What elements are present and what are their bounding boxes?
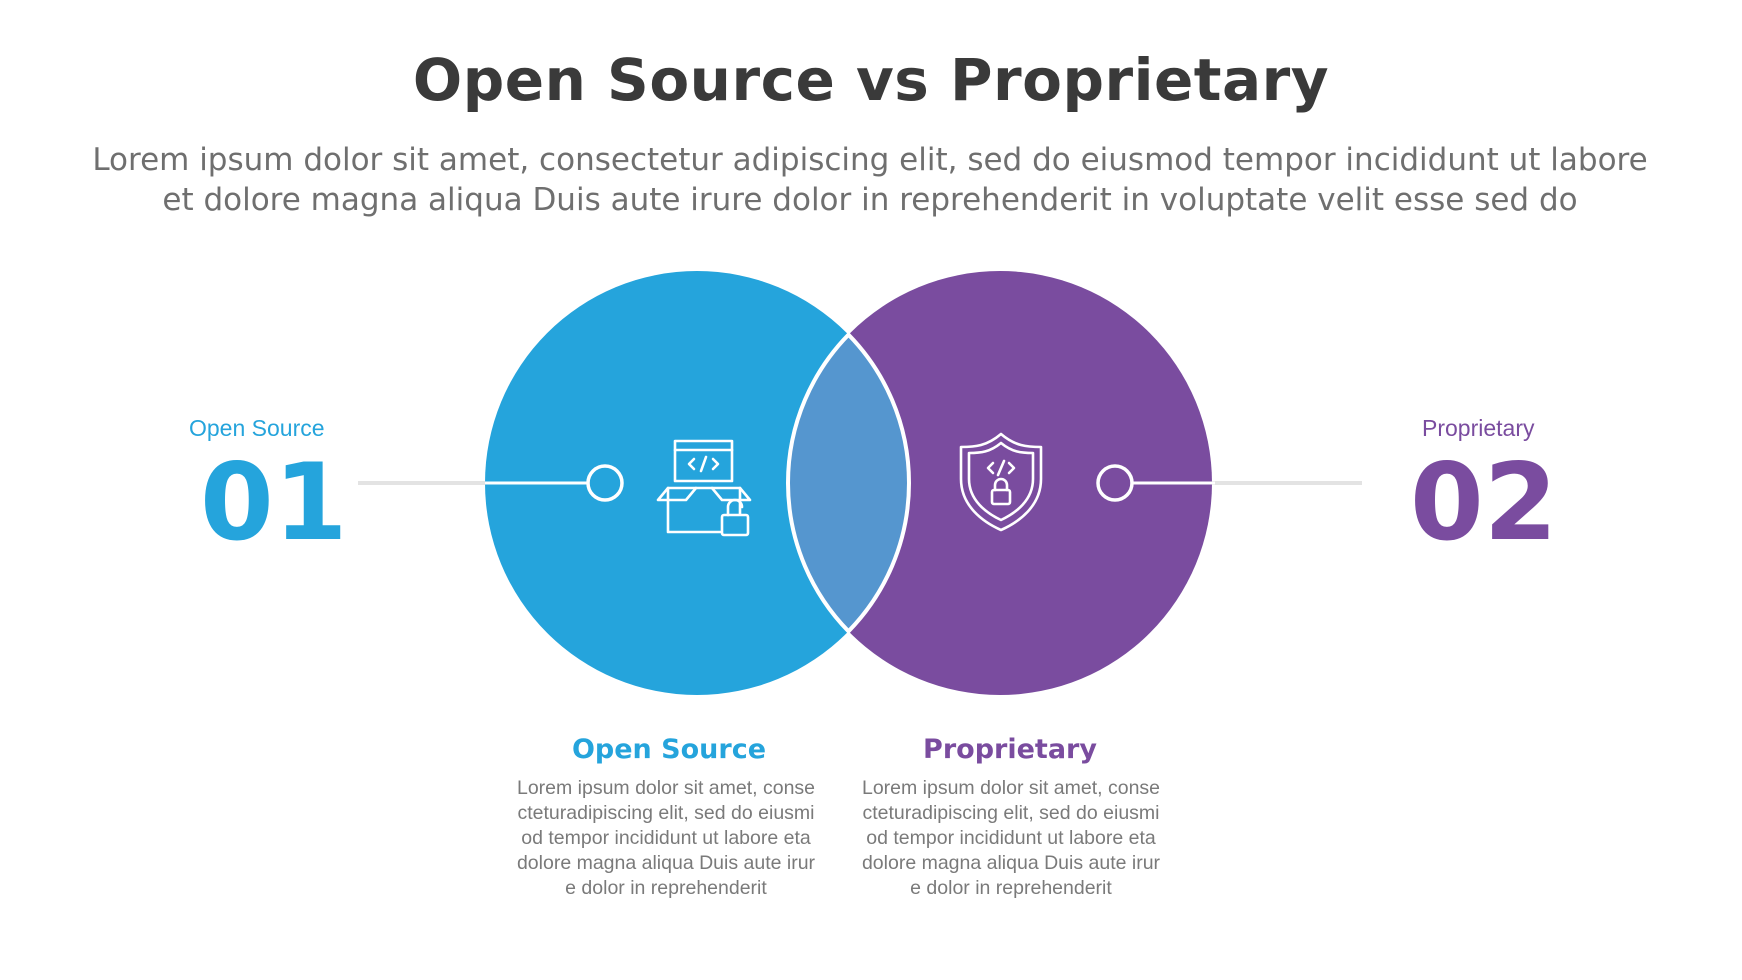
proprietary-description-line: dolore magna aliqua Duis aute irur — [861, 852, 1161, 874]
subtitle: Lorem ipsum dolor sit amet, consectetur … — [70, 140, 1670, 220]
proprietary-circle — [788, 271, 1212, 695]
proprietary-description: Lorem ipsum dolor sit amet, conse ctetur… — [851, 776, 1171, 901]
open-source-description-line: e dolor in reprehenderit — [565, 877, 767, 899]
open-source-description-line: Lorem ipsum dolor sit amet, conse — [516, 777, 816, 799]
open-source-description-line: cteturadipiscing elit, sed do eiusmi — [517, 802, 815, 824]
page-title: Open Source vs Proprietary — [412, 46, 1330, 114]
proprietary-description-line: Lorem ipsum dolor sit amet, conse — [861, 777, 1161, 799]
open-box-code-unlocked-icon — [656, 439, 752, 537]
proprietary-heading: Proprietary — [923, 734, 1097, 765]
open-source-heading: Open Source — [571, 734, 767, 765]
node-right — [1096, 464, 1134, 502]
side-label-proprietary: Proprietary — [1422, 415, 1535, 441]
open-source-description-line: od tempor incididunt ut labore eta — [521, 827, 811, 849]
subtitle-line-2: et dolore magna aliqua Duis aute irure d… — [162, 182, 1578, 218]
shield-code-lock-icon — [959, 432, 1043, 532]
node-left — [586, 464, 624, 502]
proprietary-description-line: od tempor incididunt ut labore eta — [866, 827, 1156, 849]
proprietary-description-line: e dolor in reprehenderit — [910, 877, 1112, 899]
open-source-description: Lorem ipsum dolor sit amet, conse ctetur… — [506, 776, 826, 901]
open-source-circle — [485, 271, 909, 695]
open-source-description-line: dolore magna aliqua Duis aute irur — [516, 852, 816, 874]
subtitle-line-1: Lorem ipsum dolor sit amet, consectetur … — [92, 142, 1648, 178]
number-01: 01 — [200, 441, 348, 564]
side-label-open-source: Open Source — [189, 415, 325, 441]
overlap-outline — [785, 331, 912, 635]
number-02: 02 — [1410, 441, 1558, 564]
proprietary-description-line: cteturadipiscing elit, sed do eiusmi — [862, 802, 1160, 824]
